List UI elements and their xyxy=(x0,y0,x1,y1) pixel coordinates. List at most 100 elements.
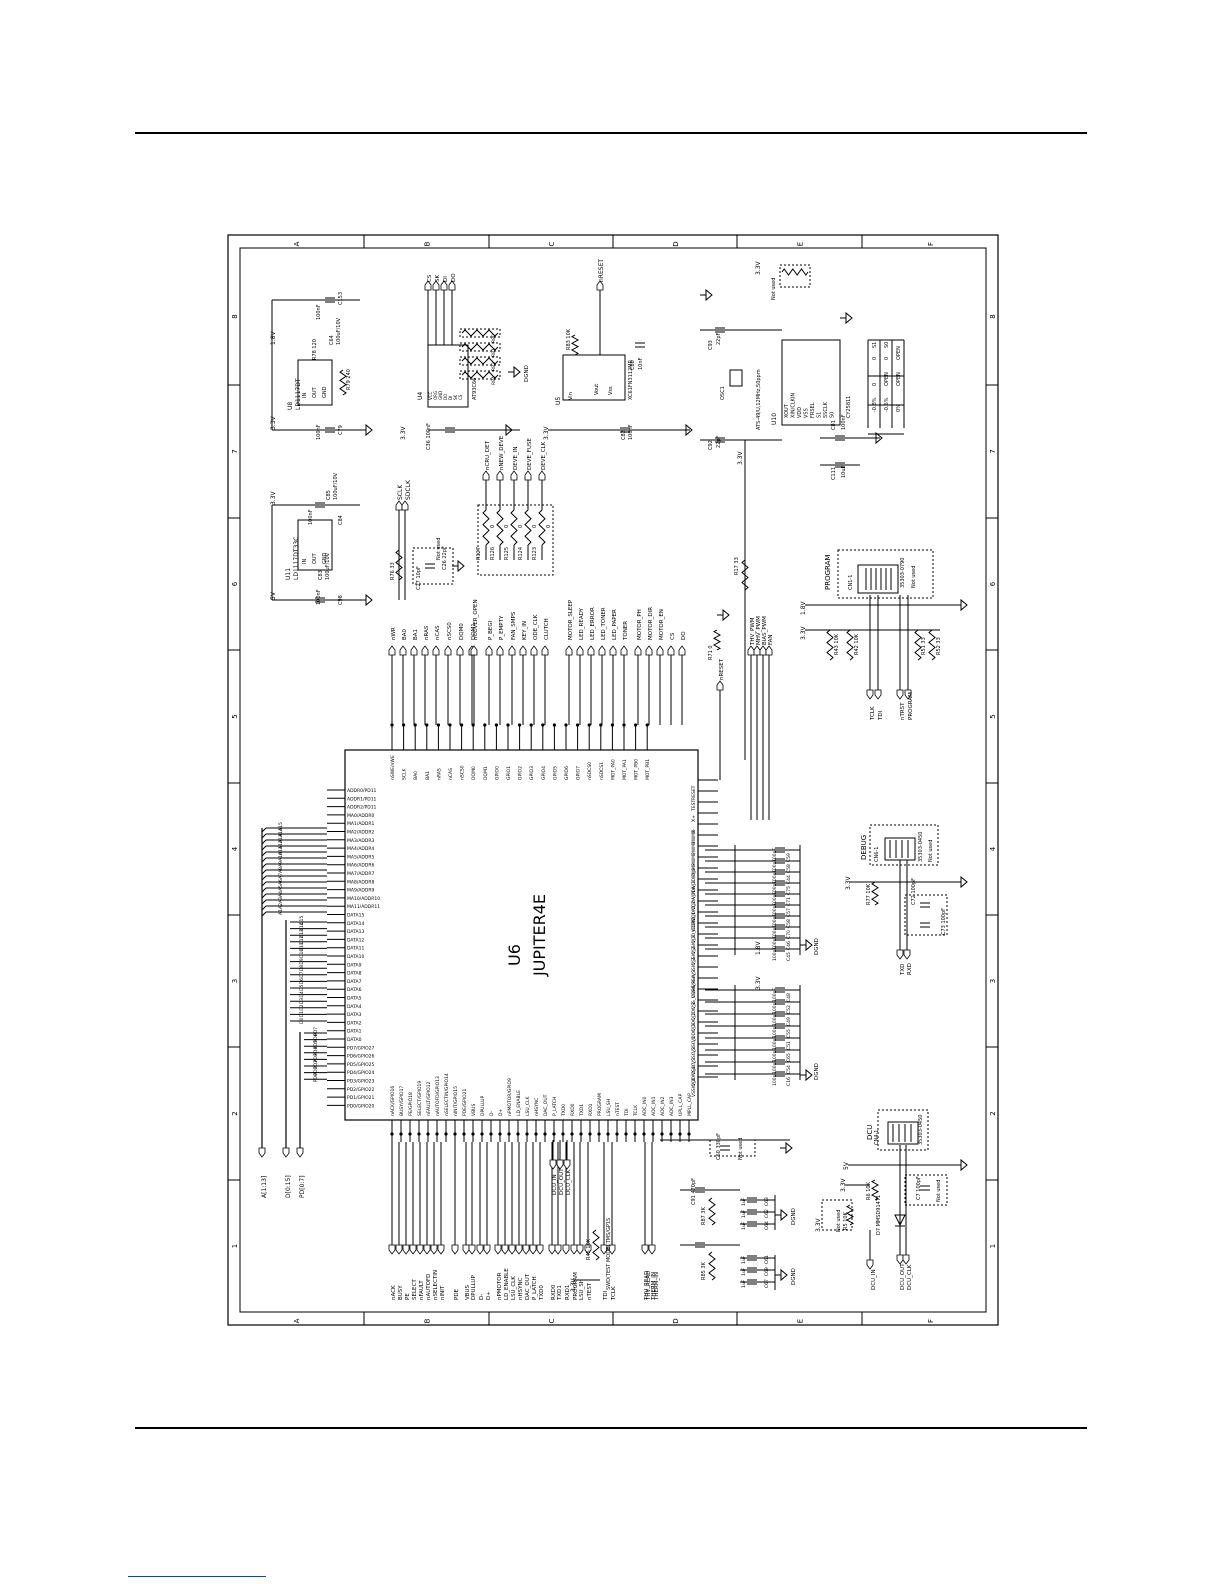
cap-ref: C61 xyxy=(764,1255,770,1264)
cap-value: 100nF xyxy=(772,859,778,873)
table-header: S1 xyxy=(872,342,878,348)
cap-ref: C82 xyxy=(621,430,627,440)
cap-value: 100uF/10V xyxy=(333,472,339,500)
bottom-net-label: nACK xyxy=(391,1285,397,1300)
cap-ref: C70 xyxy=(786,930,792,939)
bus-net-label: D7 xyxy=(299,971,305,977)
top-net-label: CS xyxy=(670,632,676,640)
resistor-ref: R6 10K xyxy=(866,1181,872,1200)
dcu-net: DCU_OUT xyxy=(900,1263,906,1290)
table-cell: -0.6% xyxy=(884,397,890,412)
port-connector xyxy=(678,645,686,656)
port-connector xyxy=(444,645,452,656)
note-label: Not used xyxy=(911,566,917,588)
bus-break xyxy=(261,851,267,857)
ic-part: CY25811 xyxy=(846,396,852,418)
cap-ref: C57 xyxy=(786,908,792,917)
header-title: PROGRAM xyxy=(824,555,832,590)
junction-dot xyxy=(507,1132,511,1136)
power-net: 3.3V xyxy=(400,425,407,440)
prog-net: TCLK xyxy=(870,706,876,721)
ground-symbol xyxy=(365,593,373,607)
resistor-ref: R80 xyxy=(491,334,497,343)
left-pin-name: DATA4 xyxy=(347,1004,362,1010)
bottom-pin-name: nHSYNC xyxy=(534,1098,540,1116)
junction-dot xyxy=(541,723,545,727)
junction-dot xyxy=(402,723,406,727)
junction-dot xyxy=(471,1132,475,1136)
top-net-label: KEY_IN xyxy=(522,621,528,640)
dcu-net: DCU_IN xyxy=(871,1269,877,1290)
series-net-label: DEVE_IN xyxy=(513,447,519,470)
dcu-resistor xyxy=(845,1204,855,1226)
right-net-label: THV_PWM xyxy=(750,617,756,646)
junction-dot xyxy=(444,1132,448,1136)
junction-dot xyxy=(610,723,615,727)
footer-link-underline[interactable] xyxy=(128,1576,266,1577)
bus-net-label: D13 xyxy=(299,929,305,938)
bottom-pin-name: TDI xyxy=(624,1108,630,1117)
ic-pin: Vout xyxy=(594,384,600,395)
cap-ref: C44 xyxy=(786,875,792,884)
top-pin-name: DQM1 xyxy=(483,766,489,780)
cap-value: 100nF xyxy=(772,848,778,862)
bus-net-label: A9 xyxy=(278,861,284,867)
top-pin-name: nSWE/nWE xyxy=(390,755,396,780)
table-cell: OPEN xyxy=(896,346,902,360)
left-pin-name: DATA1 xyxy=(347,1029,362,1035)
resistor-value: 0 xyxy=(532,525,538,528)
bus-net-label: D2 xyxy=(299,1004,305,1010)
resistor-ref: R77 10K xyxy=(866,883,872,905)
resistor-ref: R17 33 xyxy=(734,557,740,575)
resistor-ref: R43 10K xyxy=(834,633,840,655)
resistor-ref: R76 33 xyxy=(390,562,396,580)
junction-dot xyxy=(498,1132,502,1136)
cap-value: 10uF xyxy=(841,465,847,478)
junction-dot xyxy=(480,1132,484,1136)
r71 xyxy=(712,629,722,651)
port-connector xyxy=(423,1244,431,1255)
port-connector xyxy=(388,645,396,656)
cap-value: 100nF xyxy=(772,936,778,950)
main-ic-body xyxy=(344,749,699,1121)
cap-ref: C92 xyxy=(708,440,714,450)
ic-pin: S1 xyxy=(817,412,823,418)
bus-net-label: D6 xyxy=(299,978,305,984)
junction-dot xyxy=(564,723,568,727)
top-pin-name: MOT_PB0 xyxy=(634,759,640,780)
bottom-pin-name: RXD0 xyxy=(570,1103,576,1116)
row-number: 2 xyxy=(989,1111,997,1115)
port-connector xyxy=(600,1244,608,1255)
right-pin-name: VDDC_2 xyxy=(691,1013,697,1031)
header-ref: CN4-1 xyxy=(874,1130,880,1145)
junction-dot xyxy=(494,723,498,727)
bottom-net-label: D+ xyxy=(486,1291,492,1300)
left-pin-name: PD5/GPIO25 xyxy=(347,1062,374,1068)
diode-symbol xyxy=(894,1214,906,1227)
right-pin-name: VDDIO_2 xyxy=(691,901,697,921)
cap-ref: C64 xyxy=(764,1221,770,1230)
port-connector xyxy=(866,1259,874,1270)
thv-net: THV_READ xyxy=(646,1271,652,1301)
bottom-pin-name: P_LATCH xyxy=(552,1097,558,1116)
left-pin-name: MA0/ADDR0 xyxy=(347,813,374,819)
cap-ref: C84 xyxy=(338,515,344,525)
left-pin-name: DATA3 xyxy=(347,1012,362,1018)
bottom-net-label: PROGRAM xyxy=(573,1272,579,1300)
junction-dot xyxy=(579,1132,583,1136)
eeprom-resistor xyxy=(459,328,501,338)
cap-value: 1uF xyxy=(741,1221,747,1230)
resistor-ref: R42 10K xyxy=(854,633,860,655)
junction-dot xyxy=(588,1132,592,1136)
cap-value: 100uF/10V xyxy=(336,317,342,345)
ic-pin: ORG xyxy=(433,391,438,400)
right-pin-name: VDDIO_4 xyxy=(691,1066,697,1086)
ic-pin: DI xyxy=(448,396,453,400)
note-label: Not used xyxy=(936,1180,942,1202)
bottom-pin-name: LSU_SH xyxy=(606,1099,612,1116)
bottom-resistor xyxy=(708,1197,716,1226)
bottom-net-label: THV_READ xyxy=(644,1271,650,1301)
top-pin-name: nSDCS0 xyxy=(587,762,593,780)
left-pin-name: DATA8 xyxy=(347,971,362,977)
bottom-net-label: nPMOTOR xyxy=(497,1272,503,1300)
